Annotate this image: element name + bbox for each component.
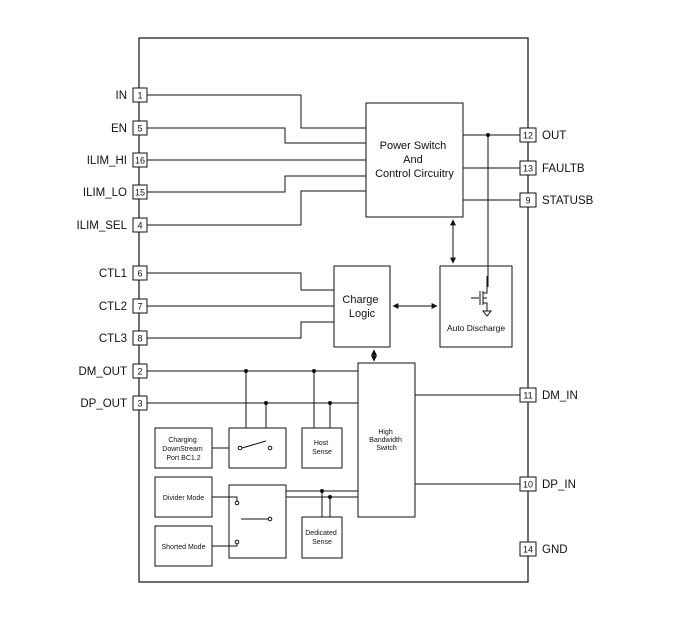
mosfet-icon [471, 276, 493, 317]
pin-label: CTL3 [99, 333, 127, 345]
pin-number: 4 [137, 221, 142, 231]
divider-mode-block [154, 476, 213, 518]
pin-label: DP_IN [542, 479, 576, 491]
pin-box [519, 541, 537, 557]
pin-label: IN [116, 90, 128, 102]
svg-text:Power Switch And Contr: Power Switch And Control Circuitry [375, 140, 454, 180]
charge-logic-line-1: Charge [342, 294, 378, 306]
pin-number: 10 [523, 480, 533, 490]
charging-port-block [154, 427, 213, 469]
pin-number: 13 [523, 164, 533, 174]
pin-ilim-sel: 4 ILIM_SEL [77, 217, 148, 233]
pin-in: 1 IN [116, 87, 148, 103]
host-sense-line-2: Sense [312, 449, 332, 456]
dedicated-sense-block [301, 516, 343, 559]
shorted-mode-label: Shorted Mode [162, 544, 206, 551]
charging-port-line-3: Port BC1.2 [166, 455, 200, 462]
pin-number: 3 [137, 399, 142, 409]
pin-label: EN [111, 123, 127, 135]
pin-label: OUT [542, 130, 566, 142]
pin-faultb: 13 FAULTB [519, 160, 585, 176]
pin-label: FAULTB [542, 163, 585, 175]
pin-number: 7 [137, 302, 142, 312]
host-sense-block [301, 427, 343, 469]
pin-label: CTL2 [99, 301, 127, 313]
power-switch-line-1: Power Switch [380, 140, 447, 152]
svg-text:Charge Logic: Charge Logic [342, 294, 381, 320]
auto-discharge-block [439, 265, 513, 348]
pin-ilim-hi: 16 ILIM_HI [87, 152, 148, 168]
mode-switch-icon [234, 500, 273, 545]
pin-gnd: 14 GND [519, 541, 568, 557]
svg-text:Charging DownStream Po: Charging DownStream Port BC1.2 [162, 437, 204, 462]
pin-dp-in: 10 DP_IN [519, 476, 576, 492]
pin-number: 14 [523, 545, 533, 555]
pin-ilim-lo: 15 ILIM_LO [83, 184, 148, 200]
pin-number: 8 [137, 334, 142, 344]
auto-discharge-label: Auto Discharge [447, 323, 505, 333]
pin-number: 11 [523, 391, 532, 401]
charge-logic-line-2: Logic [349, 308, 376, 320]
shorted-mode-block [154, 525, 213, 567]
pin-ctl1: 6 CTL1 [99, 265, 148, 281]
junction-dots [244, 133, 490, 499]
svg-text:Dedicated Sense: Dedicated Sense [305, 530, 338, 546]
dedicated-sense-line-2: Sense [312, 539, 332, 546]
pin-dm-out: 2 DM_OUT [78, 363, 148, 379]
hbs-line-2: Bandwidth [369, 437, 402, 444]
high-bandwidth-switch-block [357, 362, 416, 518]
pin-number: 15 [135, 188, 145, 198]
cdp-switch-icon [237, 440, 273, 451]
pin-label: ILIM_SEL [77, 220, 128, 232]
power-switch-block [365, 102, 464, 218]
pin-dm-in: 11 DM_IN [519, 387, 578, 403]
wiring [147, 94, 520, 547]
dedicated-sense-line-1: Dedicated [305, 530, 337, 537]
pin-label: DP_OUT [80, 398, 127, 410]
pin-label: STATUSB [542, 195, 594, 207]
pin-number: 12 [523, 131, 533, 141]
power-switch-line-3: Control Circuitry [375, 168, 454, 180]
pin-number: 1 [137, 91, 142, 101]
pin-out: 12 OUT [519, 127, 566, 143]
power-switch-line-2: And [403, 154, 423, 166]
pin-label: ILIM_HI [87, 155, 127, 167]
divider-mode-label: Divider Mode [163, 495, 204, 502]
svg-text:Host Sense: Host Sense [312, 440, 332, 456]
pin-label: DM_OUT [78, 366, 127, 378]
host-sense-line-1: Host [314, 440, 328, 447]
pin-ctl3: 8 CTL3 [99, 330, 148, 346]
pin-number: 2 [137, 367, 142, 377]
svg-text:High Bandwidth Switch: High Bandwidth Switch [369, 429, 404, 452]
pin-en: 5 EN [111, 120, 148, 136]
charging-port-line-1: Charging [168, 437, 197, 444]
charge-logic-block [333, 265, 391, 348]
mode-switch-block [228, 484, 287, 559]
pin-label: DM_IN [542, 390, 578, 402]
pin-number: 16 [135, 156, 145, 166]
pin-number: 5 [137, 124, 142, 134]
cdp-switch-block [228, 427, 287, 469]
pin-ctl2: 7 CTL2 [99, 298, 148, 314]
pin-dp-out: 3 DP_OUT [80, 395, 148, 411]
pin-number: 9 [525, 196, 530, 206]
charging-port-line-2: DownStream [162, 446, 203, 453]
pin-label: CTL1 [99, 268, 127, 280]
hbs-line-1: High [378, 429, 393, 436]
pin-number: 6 [137, 269, 142, 279]
hbs-line-3: Switch [376, 445, 397, 452]
pin-label: ILIM_LO [83, 187, 127, 199]
pin-statusb: 9 STATUSB [519, 192, 594, 208]
pin-label: GND [542, 544, 568, 556]
